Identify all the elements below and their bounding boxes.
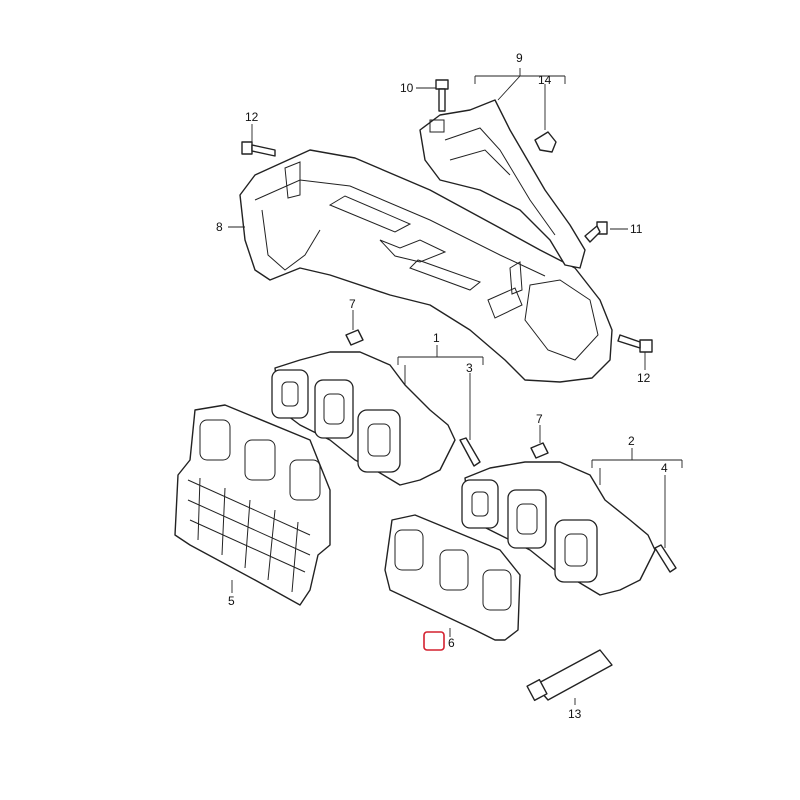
bracket[interactable] [419, 99, 586, 269]
callout-5: 5 [228, 594, 235, 608]
callout-7-lower: 7 [536, 412, 543, 426]
callout-12-top: 12 [245, 110, 259, 124]
highlight-marker [423, 631, 445, 651]
stud-4[interactable] [654, 544, 677, 573]
callout-6: 6 [448, 636, 455, 650]
callout-8: 8 [216, 220, 223, 234]
callout-2: 2 [628, 434, 635, 448]
nut-7-upper[interactable] [345, 329, 364, 346]
callout-12-right: 12 [637, 371, 651, 385]
clip[interactable] [534, 131, 557, 153]
callout-7-upper: 7 [349, 297, 356, 311]
exhaust-manifold-upper[interactable] [271, 351, 456, 486]
heat-shield[interactable] [239, 149, 613, 383]
bolt-12-right[interactable] [617, 334, 653, 353]
manifold-heat-shield[interactable] [174, 404, 331, 606]
nut-7-lower[interactable] [530, 442, 549, 459]
callout-3: 3 [466, 361, 473, 375]
bolt-11[interactable] [584, 221, 608, 243]
callout-4: 4 [661, 461, 668, 475]
callout-1: 1 [433, 331, 440, 345]
exhaust-manifold-lower[interactable] [461, 461, 656, 596]
leader-lines [228, 68, 683, 705]
sealant-tube[interactable] [526, 649, 613, 702]
callout-9: 9 [516, 51, 523, 65]
callout-10: 10 [400, 81, 414, 95]
callout-11: 11 [630, 222, 643, 236]
callout-14: 14 [538, 73, 552, 87]
bolt-12-top[interactable] [241, 141, 276, 157]
bolt-10[interactable] [435, 79, 449, 112]
stud-3[interactable] [459, 437, 481, 467]
manifold-gasket[interactable] [384, 514, 521, 641]
callout-13: 13 [568, 707, 582, 721]
